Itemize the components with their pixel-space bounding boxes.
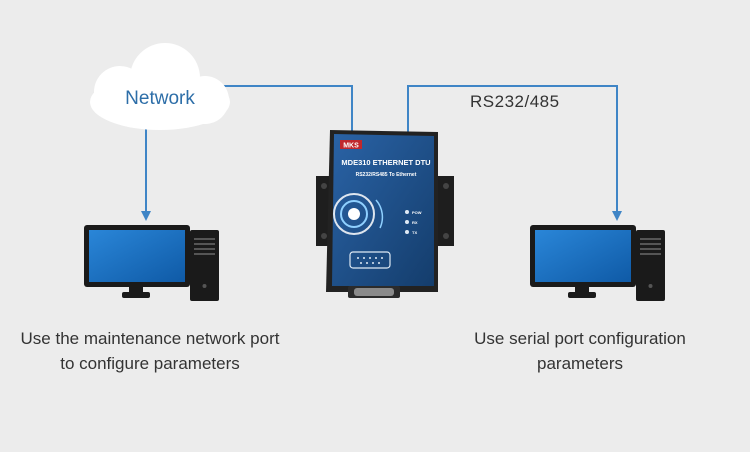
serial-connection-label: RS232/485 bbox=[470, 92, 560, 111]
cloud-icon bbox=[90, 43, 230, 130]
right-computer-icon bbox=[530, 225, 665, 301]
cloud-to-device-line bbox=[222, 85, 353, 132]
cloud-network-label: Network bbox=[125, 88, 195, 109]
led-label-tx: TX bbox=[412, 230, 417, 235]
left-caption-line-2: to configure parameters bbox=[60, 354, 240, 373]
device-brand: MKS bbox=[343, 143, 359, 150]
led-label-rx: RX bbox=[412, 220, 418, 225]
left-caption-line-1: Use the maintenance network port bbox=[20, 329, 280, 348]
device-subtitle: RS232/RS485 To Ethernet bbox=[356, 172, 417, 178]
left-computer-icon bbox=[84, 225, 219, 301]
device-to-serial-line bbox=[407, 85, 622, 221]
right-caption-line-2: parameters bbox=[537, 354, 623, 373]
right-caption: Use serial port configuration parameters bbox=[430, 326, 730, 376]
led-label-pow: POW bbox=[412, 210, 422, 215]
left-caption: Use the maintenance network port to conf… bbox=[0, 326, 300, 376]
device-model: MDE310 ETHERNET DTU bbox=[341, 158, 430, 167]
connection-lines bbox=[141, 85, 622, 221]
dtu-device-image: MKS MDE310 ETHERNET DTU RS232/RS485 To E… bbox=[316, 130, 454, 298]
right-caption-line-1: Use serial port configuration bbox=[474, 329, 686, 348]
